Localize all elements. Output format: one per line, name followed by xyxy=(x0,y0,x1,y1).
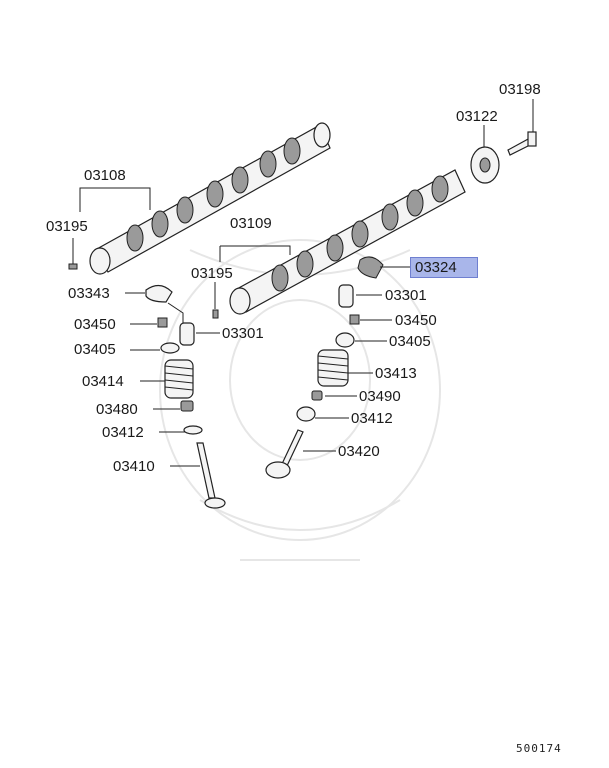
leader-lines xyxy=(72,99,534,467)
callout-03195-b[interactable]: 03195 xyxy=(191,265,233,282)
figure-code: 500174 xyxy=(516,742,562,755)
dowel-pin-03195a[interactable] xyxy=(68,263,78,270)
cam-sprocket-03122[interactable] xyxy=(470,146,500,184)
lash-adjuster-03301b[interactable] xyxy=(338,284,354,308)
rocker-arm-03324[interactable] xyxy=(357,256,384,279)
valve-spring-03414[interactable] xyxy=(164,359,194,399)
callout-03412-a[interactable]: 03412 xyxy=(102,424,144,441)
spring-retainer-03405a[interactable] xyxy=(160,342,180,354)
callout-03450-a[interactable]: 03450 xyxy=(74,316,116,333)
callout-03301-b[interactable]: 03301 xyxy=(385,287,427,304)
callout-03301-a[interactable]: 03301 xyxy=(222,325,264,342)
valve-03410[interactable] xyxy=(196,442,226,509)
callout-03324-highlighted[interactable]: 03324 xyxy=(410,257,478,278)
callout-03490[interactable]: 03490 xyxy=(359,388,401,405)
stem-seal-03450a[interactable] xyxy=(157,317,168,328)
callout-03108[interactable]: 03108 xyxy=(84,167,126,184)
lash-adjuster-03301a[interactable] xyxy=(179,322,195,346)
callout-03412-b[interactable]: 03412 xyxy=(351,410,393,427)
callout-03122[interactable]: 03122 xyxy=(456,108,498,125)
camshaft-03108[interactable] xyxy=(89,122,331,275)
callout-03413[interactable]: 03413 xyxy=(375,365,417,382)
callout-03405-a[interactable]: 03405 xyxy=(74,341,116,358)
callout-03480[interactable]: 03480 xyxy=(96,401,138,418)
bolt-03198[interactable] xyxy=(507,131,537,156)
callout-03405-b[interactable]: 03405 xyxy=(389,333,431,350)
spring-retainer-03405b[interactable] xyxy=(335,332,355,348)
callout-03198[interactable]: 03198 xyxy=(499,81,541,98)
spring-seat-03412a[interactable] xyxy=(183,425,203,435)
callout-03195-a[interactable]: 03195 xyxy=(46,218,88,235)
spring-seat-03412b[interactable] xyxy=(296,406,316,422)
valve-stem-seal-03490[interactable] xyxy=(311,390,323,401)
callout-03343[interactable]: 03343 xyxy=(68,285,110,302)
valve-spring-03413[interactable] xyxy=(317,349,349,387)
callout-03420[interactable]: 03420 xyxy=(338,443,380,460)
callout-03410[interactable]: 03410 xyxy=(113,458,155,475)
valve-stem-seal-03480[interactable] xyxy=(180,400,194,412)
camshaft-03109[interactable] xyxy=(229,169,466,315)
valve-03420[interactable] xyxy=(265,429,304,479)
callout-03414[interactable]: 03414 xyxy=(82,373,124,390)
callout-03109[interactable]: 03109 xyxy=(230,215,272,232)
callout-03450-b[interactable]: 03450 xyxy=(395,312,437,329)
stem-seal-03450b[interactable] xyxy=(349,314,360,325)
dowel-pin-03195b[interactable] xyxy=(212,309,219,319)
rocker-arm-03343[interactable] xyxy=(145,284,173,303)
